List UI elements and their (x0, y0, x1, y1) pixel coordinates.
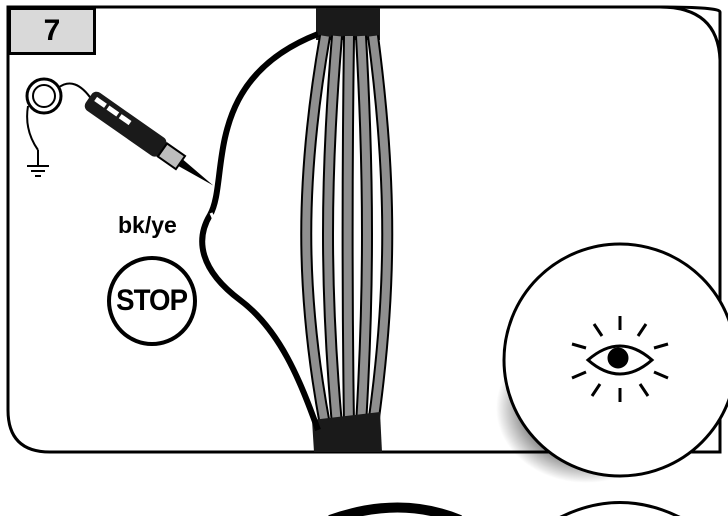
eye-icon (571, 316, 669, 402)
wire-color-label: bk/ye (118, 212, 177, 238)
stop-sign-icon: STOP (107, 256, 197, 346)
bk-ye-wire (199, 31, 321, 432)
cable-bundle (300, 8, 394, 452)
step-number: 7 (43, 14, 61, 47)
ground-symbol-icon (27, 150, 49, 177)
next-step-preview (328, 501, 681, 516)
panel-corner-top-right (659, 5, 722, 61)
wire-cut-mark (209, 212, 217, 223)
inspect-callout (496, 242, 728, 483)
stop-text: STOP (116, 284, 189, 317)
voltage-tester-probe-icon (25, 77, 214, 186)
step-number-badge: 7 (8, 7, 96, 55)
